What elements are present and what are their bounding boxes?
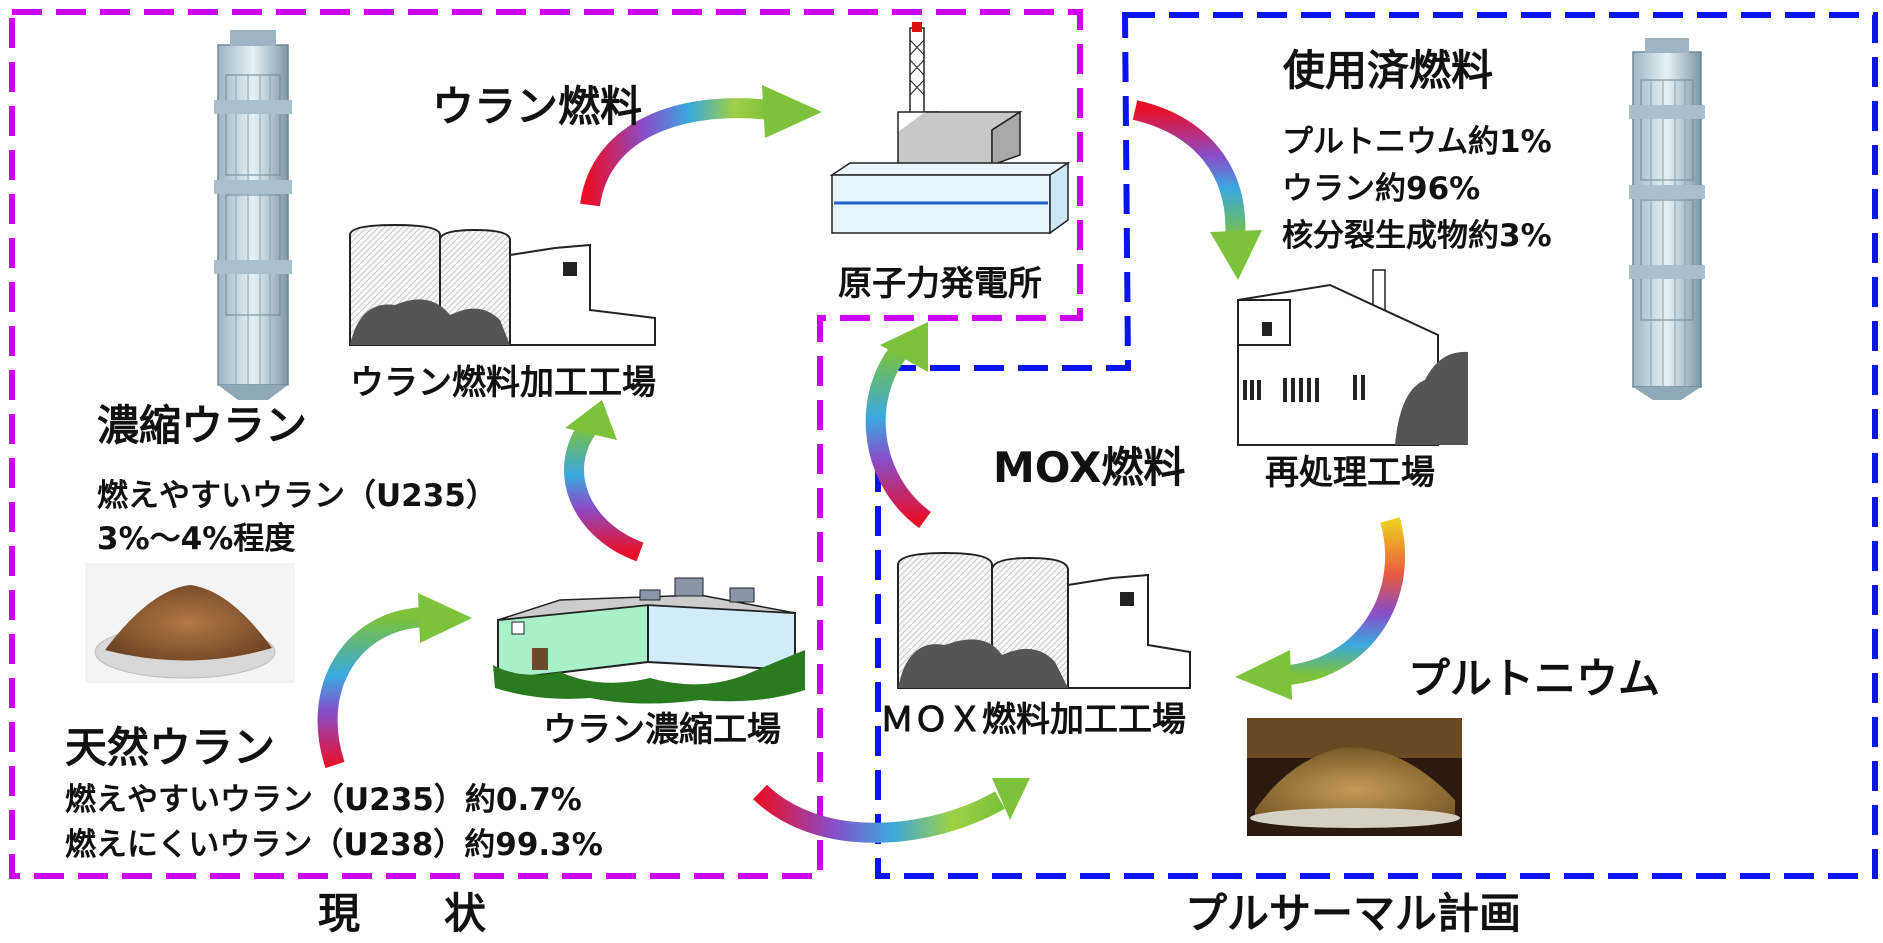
pluthermal-region-border: [875, 12, 1878, 879]
natural-uranium-detail-1: 燃えやすいウラン（U235）約0.7%: [65, 782, 582, 818]
current-caption: 現 状: [318, 889, 487, 938]
uranium-powder-photo: [85, 563, 295, 683]
enrichment-plant-icon: [493, 577, 805, 704]
enrichment-plant-label: ウラン濃縮工場: [543, 710, 781, 750]
enriched-uranium-label: 濃縮ウラン: [97, 401, 308, 450]
uranium-fuel-label: ウラン燃料: [432, 82, 643, 131]
spent-fuel-label: 使用済燃料: [1283, 46, 1494, 95]
enriched-uranium-detail-2: 3%～4%程度: [97, 521, 296, 557]
power-plant-icon: [829, 22, 1071, 235]
spent-fuel-plutonium: プルトニウム約1%: [1282, 124, 1552, 160]
arrow-enrichment-to-fuel: [564, 400, 644, 562]
arrow-fuel-to-plant: [580, 85, 822, 207]
arrow-reprocessing-to-mox: [1235, 517, 1406, 700]
mox-fuel-label: MOX燃料: [993, 443, 1186, 492]
plutonium-powder-photo: [1247, 718, 1462, 836]
natural-uranium-detail-2: 燃えにくいウラン（U238）約99.3%: [65, 827, 603, 863]
current-region-border: [9, 9, 1083, 879]
pluthermal-caption: プルサーマル計画: [1185, 889, 1522, 938]
spent-fuel-uranium: ウラン約96%: [1282, 171, 1481, 207]
arrow-mox-to-plant: [865, 322, 932, 529]
arrow-natural-to-enrichment: [317, 593, 472, 769]
nuclear-plant-label: 原子力発電所: [838, 264, 1042, 304]
fuel-plant-label: ウラン燃料加工工場: [350, 363, 656, 403]
plutonium-label: プルトニウム: [1408, 654, 1661, 703]
fuel-assembly-icon: [1629, 38, 1705, 400]
spent-fuel-fission-products: 核分裂生成物約3%: [1282, 218, 1552, 254]
reprocessing-plant-icon: [1237, 269, 1468, 446]
fuel-factory-icon: [349, 223, 656, 346]
natural-uranium-label: 天然ウラン: [65, 723, 276, 772]
mox-factory-icon: [897, 551, 1191, 689]
fuel-assembly-icon: [214, 30, 292, 400]
reprocessing-plant-label: 再処理工場: [1265, 453, 1435, 493]
arrow-depleted-to-mox: [753, 778, 1030, 843]
enriched-uranium-detail-1: 燃えやすいウラン（U235）: [97, 478, 497, 514]
arrow-plant-to-reprocessing: [1132, 100, 1262, 280]
mox-plant-label: ＭＯＸ燃料加工工場: [880, 700, 1186, 740]
